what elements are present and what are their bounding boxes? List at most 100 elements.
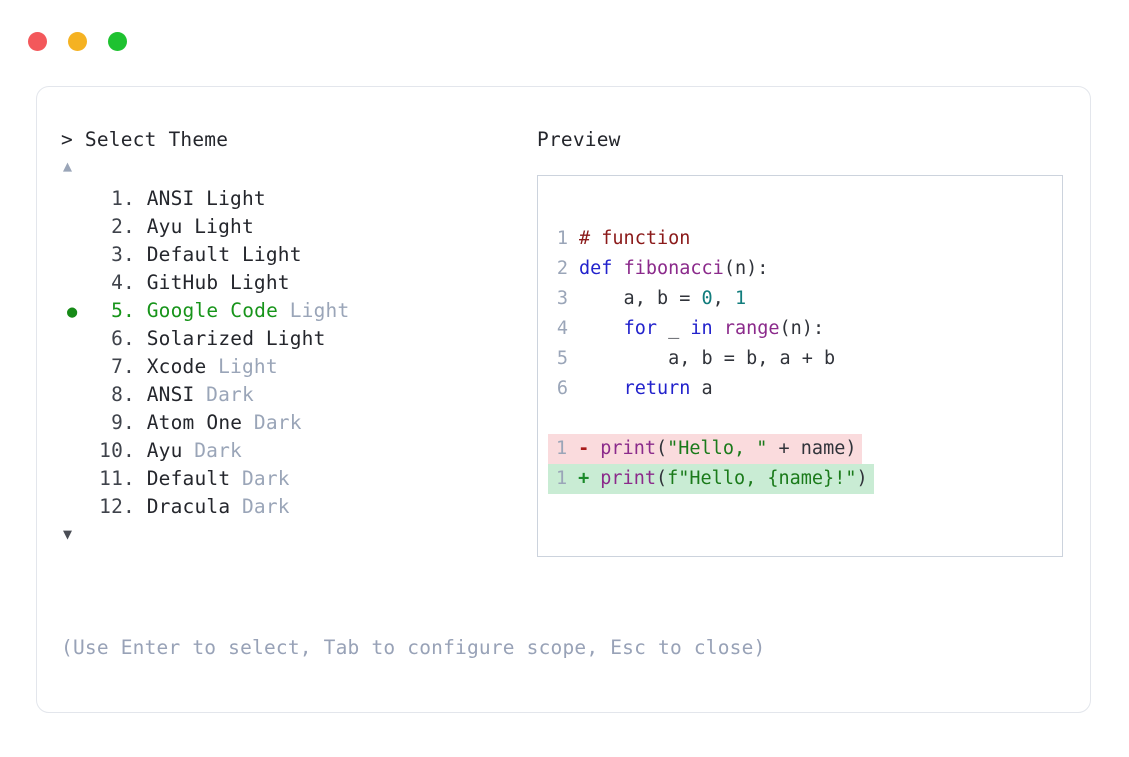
theme-item-number: 9.: [111, 411, 135, 434]
diff-block: 1-print("Hello, " + name)1+print(f"Hello…: [538, 434, 1062, 494]
theme-item-name: Xcode: [146, 355, 207, 378]
bullet-placeholder: [61, 438, 91, 466]
theme-item-name: Default: [146, 467, 231, 490]
line-number: 3: [556, 288, 568, 309]
bullet-placeholder: [61, 186, 91, 214]
code-token-builtin: range: [723, 318, 780, 339]
theme-list-item[interactable]: 6. Solarized Light: [61, 325, 531, 353]
code-line: 3 a, b = 0, 1: [538, 284, 1062, 314]
code-line: 1# function: [538, 224, 1062, 254]
bullet-placeholder: [61, 270, 91, 298]
code-token-keyword: in: [690, 318, 713, 339]
theme-item-name: GitHub: [146, 271, 219, 294]
theme-item-number: 8.: [111, 383, 135, 406]
diff-line-removed: 1-print("Hello, " + name): [538, 434, 1062, 464]
theme-item-name: Atom One: [146, 411, 243, 434]
code-token-plain: ,: [712, 288, 735, 309]
theme-item-variant: Dark: [194, 439, 242, 462]
theme-item-number: 6.: [111, 327, 135, 350]
theme-item-variant: Light: [194, 215, 254, 238]
selected-bullet-icon: ●: [67, 302, 78, 322]
theme-item-variant: Light: [289, 299, 350, 322]
code-token-string: "Hello, ": [667, 438, 768, 459]
code-token-plain: + name): [767, 438, 857, 459]
code-spacer: [538, 404, 1062, 434]
diff-line-number: 1: [556, 438, 568, 459]
theme-item-number: 12.: [99, 495, 135, 518]
code-line-text: # function: [568, 224, 690, 254]
code-token-plain: _: [656, 318, 691, 339]
diff-line-text: print("Hello, " + name): [600, 434, 856, 464]
minimize-window-button[interactable]: [68, 32, 87, 51]
theme-item-variant: Dark: [206, 383, 254, 406]
theme-item-name: Solarized: [146, 327, 255, 350]
code-token-comment: # function: [579, 228, 691, 249]
theme-item-name: ANSI: [146, 187, 195, 210]
code-line-text: a, b = 0, 1: [568, 284, 747, 314]
code-token-plain: [612, 258, 623, 279]
diff-marker: -: [578, 438, 590, 459]
theme-item-name: Default: [146, 243, 231, 266]
code-token-number: 1: [734, 288, 747, 309]
theme-item-name: Dracula: [146, 495, 231, 518]
code-line-text: a, b = b, a + b: [568, 344, 835, 374]
diff-line-number: 1: [556, 468, 568, 489]
code-token-builtin: print: [600, 468, 656, 489]
close-window-button[interactable]: [28, 32, 47, 51]
theme-item-variant: Light: [218, 355, 278, 378]
bullet-placeholder: [61, 382, 91, 410]
line-number: 4: [556, 318, 568, 339]
theme-item-number: 11.: [99, 467, 135, 490]
code-token-punct: (: [655, 438, 668, 459]
code-token-plain: [579, 318, 624, 339]
bullet-placeholder: [61, 214, 91, 242]
code-token-plain: a: [690, 378, 713, 399]
code-token-plain: [579, 378, 624, 399]
line-number: 2: [556, 258, 568, 279]
code-line: 5 a, b = b, a + b: [538, 344, 1062, 374]
theme-list-item[interactable]: 12. Dracula Dark: [61, 493, 531, 521]
code-token-punct: (n):: [723, 258, 769, 279]
preview-label: Preview: [537, 128, 621, 151]
bullet-placeholder: [61, 494, 91, 522]
line-number: 6: [556, 378, 568, 399]
keyboard-hint: (Use Enter to select, Tab to configure s…: [61, 636, 766, 659]
code-line: 6 return a: [538, 374, 1062, 404]
scroll-down-icon[interactable]: ▼: [63, 525, 73, 543]
theme-item-variant: Dark: [241, 495, 290, 518]
theme-item-variant: Light: [265, 327, 326, 350]
code-token-plain: a, b =: [579, 288, 702, 309]
code-token-punct: ): [856, 468, 868, 489]
code-token-keyword: return: [623, 378, 691, 399]
theme-item-variant: Light: [206, 187, 266, 210]
maximize-window-button[interactable]: [108, 32, 127, 51]
theme-item-number: 2.: [111, 215, 135, 238]
scroll-up-icon[interactable]: ▲: [63, 157, 73, 175]
code-token-keyword: for: [623, 318, 657, 339]
bullet-placeholder: [61, 326, 91, 354]
code-token-keyword: def: [579, 258, 613, 279]
bullet-placeholder: [61, 466, 91, 494]
code-token-plain: a, b = b, a + b: [579, 348, 836, 369]
diff-marker: +: [578, 468, 590, 489]
theme-item-number: 4.: [111, 271, 135, 294]
code-token-builtin: print: [600, 438, 656, 459]
window-titlebar: [0, 0, 1129, 74]
